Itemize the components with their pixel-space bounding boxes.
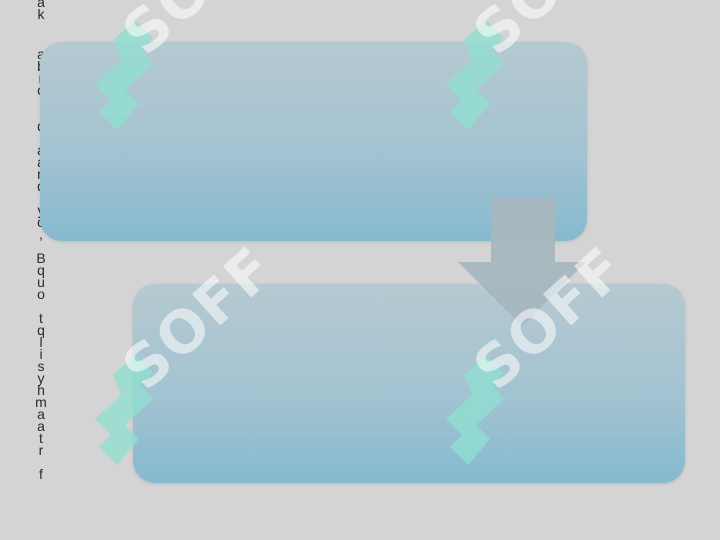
vertical-text-glyph: t [39, 430, 43, 446]
vertical-text-glyph: , [39, 226, 43, 242]
vertical-text-glyph: i [39, 346, 43, 362]
vertical-text-glyph: r [38, 442, 44, 458]
vertical-text-glyph: a [37, 418, 45, 434]
soff-logo-icon [95, 355, 153, 465]
vertical-text-glyph: l [39, 334, 43, 350]
vertical-text-glyph: B [36, 250, 46, 266]
watermark: SOFF [95, 233, 305, 485]
soff-logo-icon [446, 355, 504, 465]
watermark: SOFF [95, 0, 305, 150]
vertical-text-glyph: k [37, 6, 45, 22]
watermark: SOFF [446, 233, 656, 485]
vertical-text-glyph: t [39, 310, 43, 326]
vertical-text-glyph: a [37, 406, 45, 422]
vertical-text-glyph: q [37, 262, 45, 278]
vertical-text-glyph: o [37, 286, 45, 302]
vertical-text-glyph: m [35, 394, 47, 410]
down-arrow-icon [458, 198, 586, 326]
vertical-text-glyph: u [37, 274, 45, 290]
vertical-text-glyph: s [37, 358, 45, 374]
vertical-text-glyph: á [37, 0, 45, 10]
vertical-text-glyph: f [39, 466, 43, 482]
soff-logo-icon [446, 20, 504, 130]
watermark: SOFF [446, 0, 656, 150]
bottom-box [133, 284, 685, 483]
vertical-text-glyph: q [37, 322, 45, 338]
soff-logo-icon [95, 20, 153, 130]
vertical-text-glyph: h [37, 382, 45, 398]
vertical-text-glyph: y [37, 370, 45, 386]
